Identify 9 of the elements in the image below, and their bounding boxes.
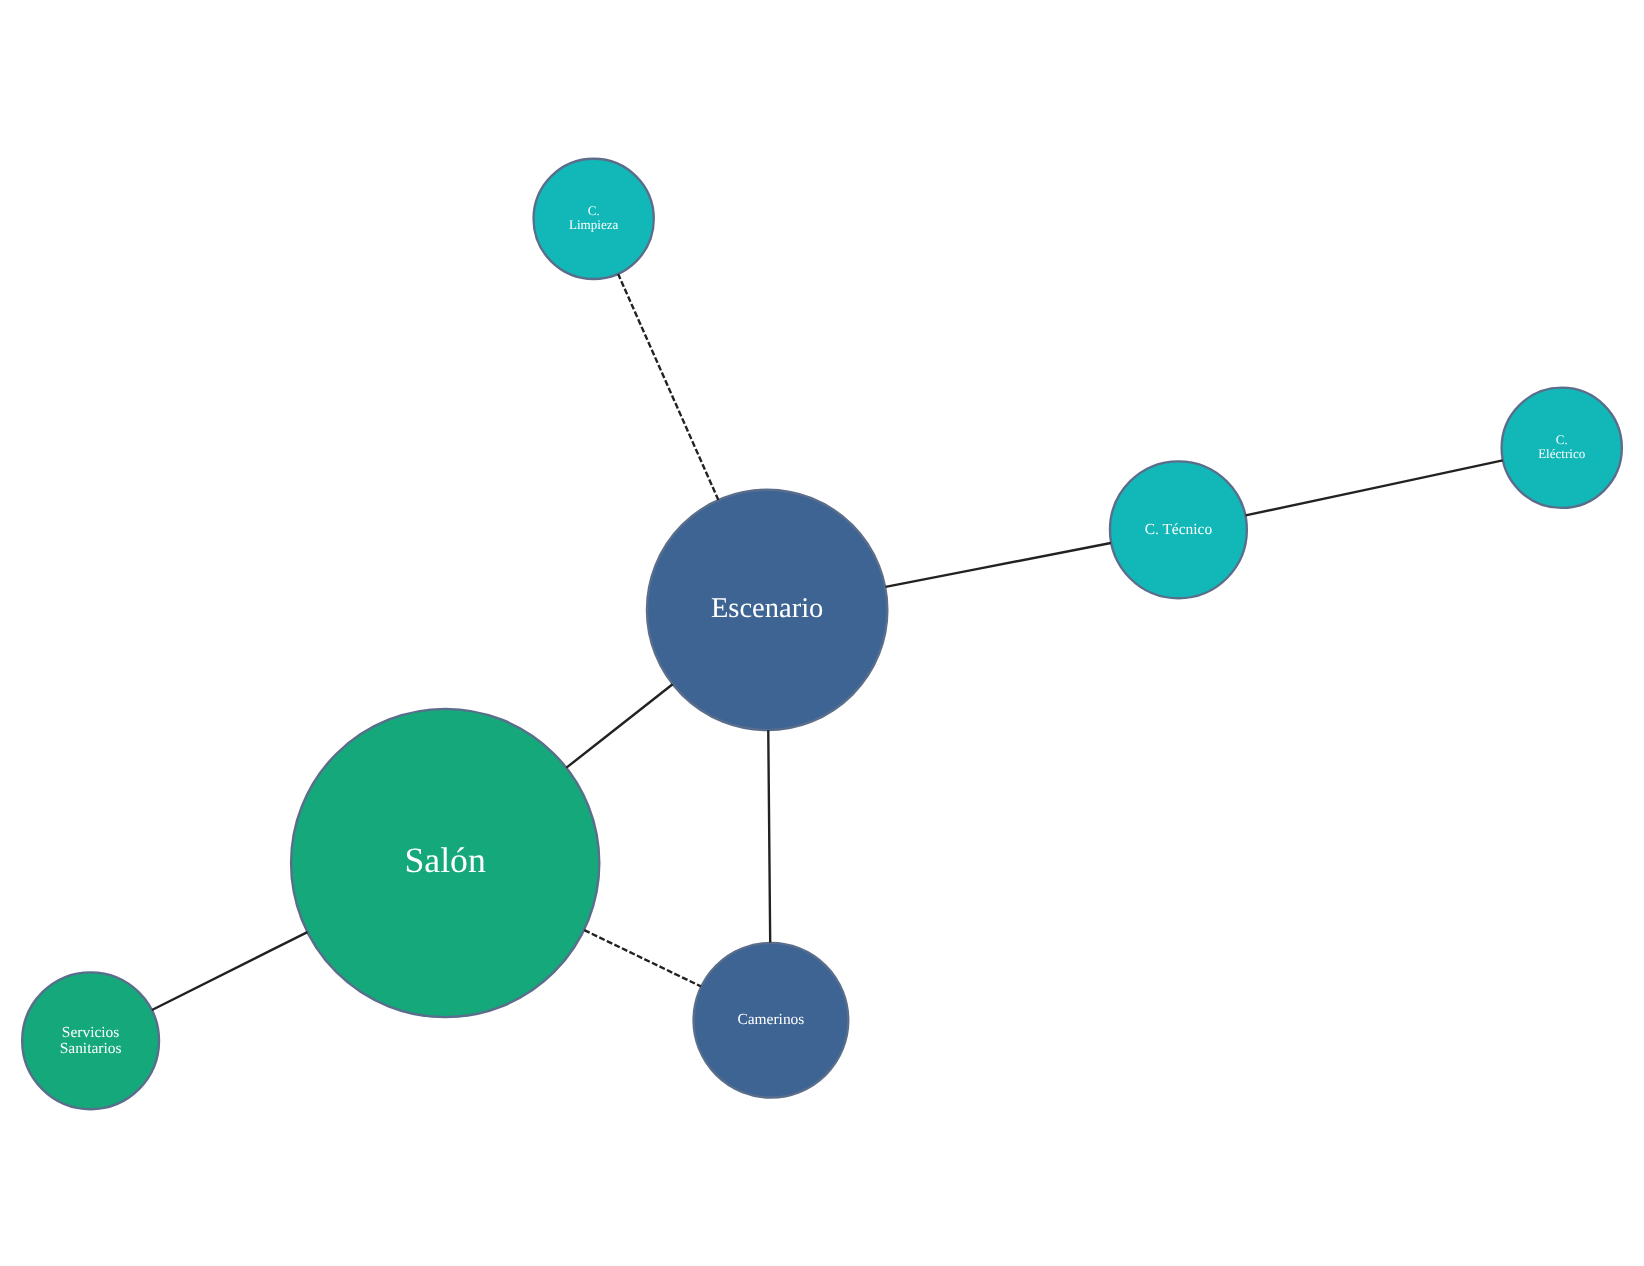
- node-circle: Salón: [289, 706, 601, 1018]
- connector: [565, 682, 674, 768]
- node-circle: Escenario: [645, 487, 889, 731]
- connector: [583, 928, 702, 987]
- connector: [885, 540, 1111, 588]
- connector: [1245, 458, 1503, 516]
- connector: [767, 729, 772, 942]
- connector: [151, 930, 308, 1011]
- connector: [617, 272, 720, 500]
